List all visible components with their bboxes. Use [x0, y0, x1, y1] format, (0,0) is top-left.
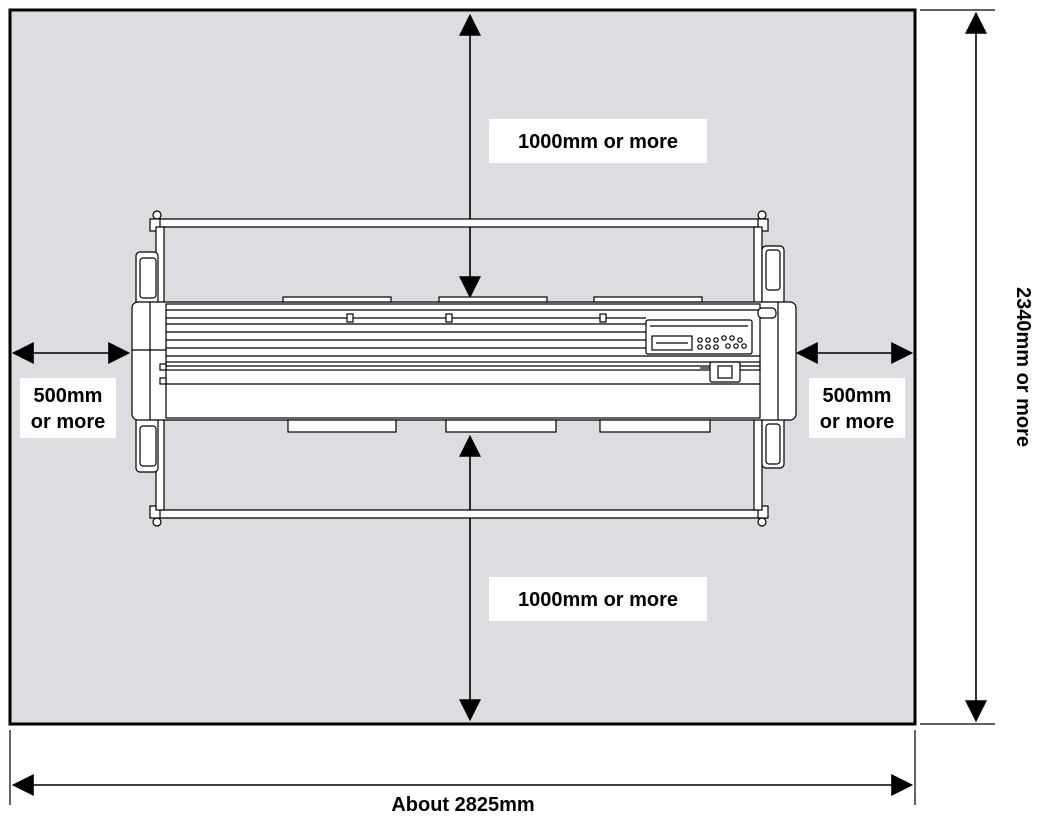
- right-clearance-line1: 500mm: [823, 385, 892, 407]
- height-total-text: 2340mm or more: [1012, 287, 1034, 447]
- right-clearance-line2: or more: [820, 411, 894, 433]
- left-clearance-line2: or more: [31, 411, 105, 433]
- label-left-clearance: 500mm or more: [20, 378, 116, 438]
- width-total-text: About 2825mm: [391, 794, 534, 816]
- extension-lines: [9, 9, 995, 805]
- left-clearance-line1: 500mm: [34, 385, 103, 407]
- bottom-clearance-text: 1000mm or more: [518, 589, 678, 611]
- cutting-plotter-illustration: [131, 210, 797, 527]
- label-bottom-clearance: 1000mm or more: [489, 577, 707, 621]
- top-clearance-text: 1000mm or more: [518, 131, 678, 153]
- label-right-clearance: 500mm or more: [809, 378, 905, 438]
- label-top-clearance: 1000mm or more: [489, 119, 707, 163]
